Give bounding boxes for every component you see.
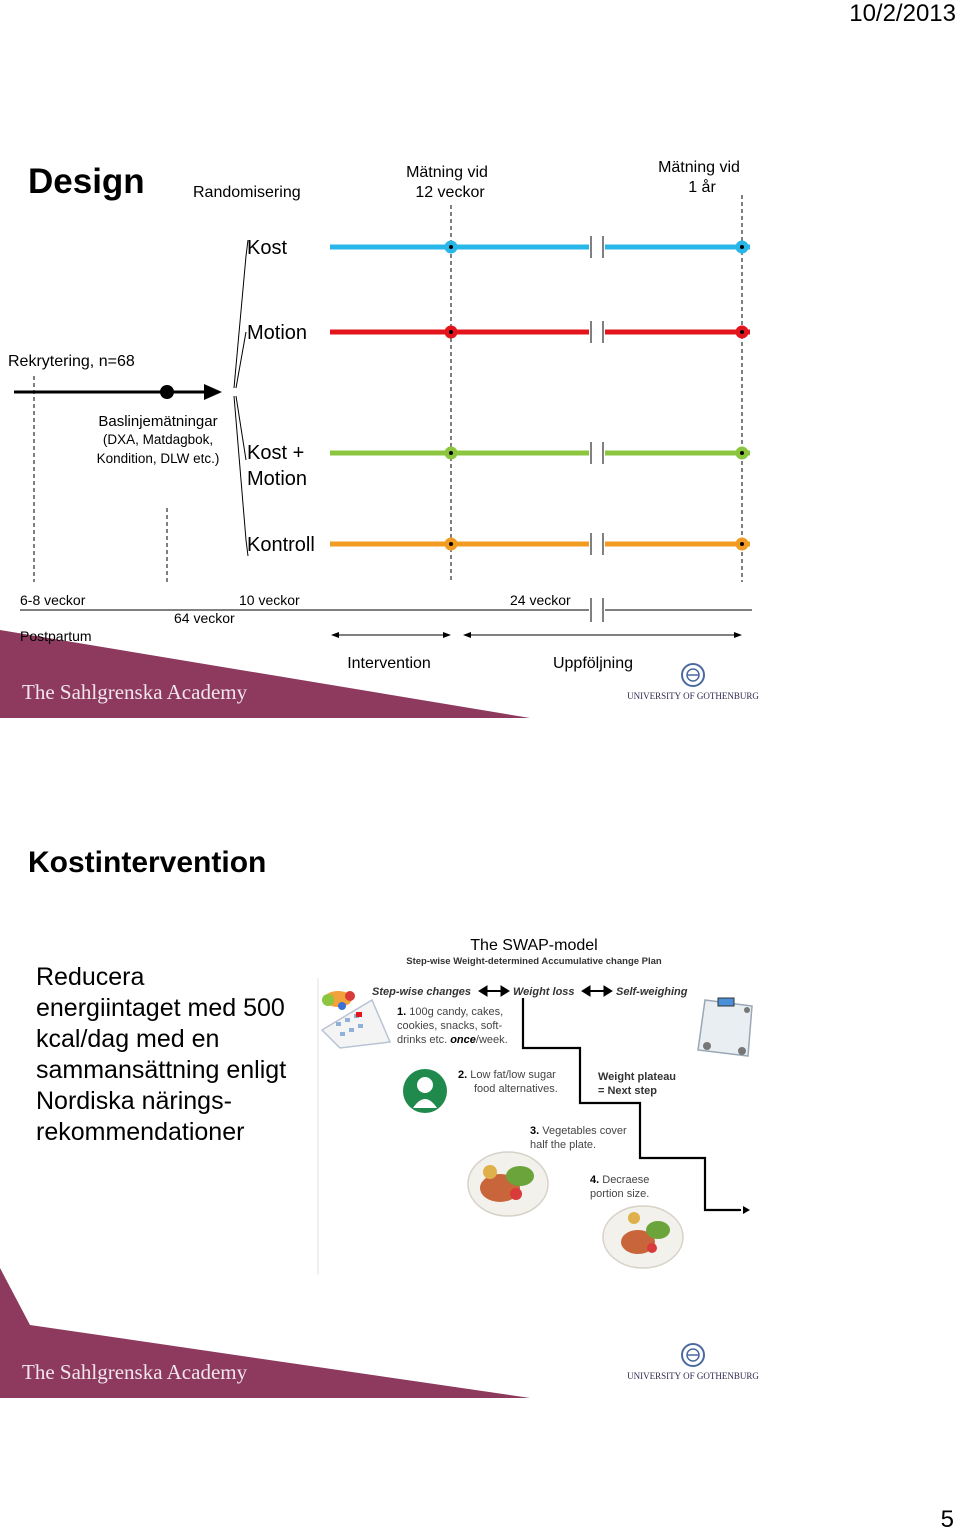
step1-line2: cookies, snacks, soft- — [397, 1020, 502, 1032]
slide-design: The Sahlgrenska Academy UNIVERSITY OF GO… — [0, 0, 960, 718]
food-plate-icon — [467, 1151, 549, 1217]
footer-band — [0, 630, 530, 718]
academy-wordmark-2: The Sahlgrenska Academy — [22, 1360, 248, 1384]
page-number: 5 — [940, 1506, 954, 1533]
arm-label-kost: Kost — [247, 237, 287, 259]
followup-arrow-left — [463, 632, 471, 638]
plateau-line2: = Next step — [598, 1085, 657, 1097]
footer-band-2 — [0, 1268, 530, 1398]
swap-hdr-weightloss: Weight loss — [513, 986, 575, 998]
header-matning-1ar-line2: 1 år — [688, 178, 716, 196]
body-line: sammansättning enligt — [36, 1056, 287, 1084]
arm-line-kontroll — [330, 533, 750, 555]
university-seal-icon — [681, 663, 705, 687]
slide-body-text: Reducera energiintaget med 500 kcal/dag … — [36, 962, 316, 1148]
swap-hdr-selfweigh: Self-weighing — [616, 986, 688, 998]
arm-line-kostmotion — [330, 442, 750, 464]
timeline-postpartum: Postpartum — [20, 628, 92, 644]
page-date: 10/2/2013 — [849, 0, 956, 27]
plateau-line1: Weight plateau — [598, 1071, 676, 1083]
timeline-w4: 64 veckor — [174, 610, 235, 626]
food-plate-icon-2 — [602, 1205, 684, 1269]
header-matning-12-line1: Mätning vid — [406, 164, 488, 181]
double-arrow-icon — [478, 985, 510, 997]
calendar-candy-icon — [320, 991, 392, 1049]
swap-subtitle: Step-wise Weight-determined Accumulative… — [406, 956, 662, 967]
step2-line2: food alternatives. — [474, 1083, 558, 1095]
baseline-line3: Kondition, DLW etc.) — [97, 451, 220, 466]
intervention-arrow-left — [331, 632, 339, 638]
bathroom-scale-icon — [697, 997, 753, 1057]
randomisation-fan — [233, 239, 249, 557]
baseline-line1: Baslinjemätningar — [98, 413, 217, 430]
slide-title-kostintervention: Kostintervention — [28, 846, 267, 879]
swap-slide-graphics: The Sahlgrenska Academy UNIVERSITY OF GO… — [0, 937, 759, 1398]
arm-line-kost — [330, 236, 750, 258]
body-line: kcal/dag med en — [36, 1025, 220, 1053]
label-intervention: Intervention — [347, 655, 431, 672]
body-line: Reducera — [36, 963, 145, 991]
step4-line2: portion size. — [590, 1188, 649, 1200]
step4-line1: 4. Decraese — [590, 1174, 649, 1186]
recruitment-label: Rekrytering, n=68 — [8, 353, 135, 370]
baseline-arrowhead — [204, 384, 222, 400]
baseline-line2: (DXA, Matdagbok, — [103, 432, 213, 447]
staircase-arrowhead — [743, 1206, 750, 1214]
person-badge-icon — [403, 1069, 447, 1113]
body-line: energiintaget med 500 — [36, 994, 285, 1022]
swap-hdr-step: Step-wise changes — [372, 986, 471, 998]
university-seal-icon-2 — [681, 1343, 705, 1367]
arm-label-kostmotion-2: Motion — [247, 468, 307, 490]
step2-line1: 2. Low fat/low sugar — [458, 1069, 556, 1081]
arm-line-motion — [330, 321, 750, 343]
slide-title-design: Design — [28, 162, 145, 201]
swap-staircase — [521, 998, 740, 1212]
double-arrow-icon-2 — [581, 985, 613, 997]
intervention-arrow-right — [443, 632, 451, 638]
step1-line3: drinks etc. once/week. — [397, 1034, 508, 1046]
university-wordmark-2: UNIVERSITY OF GOTHENBURG — [627, 1371, 759, 1381]
baseline-dot — [160, 385, 174, 399]
swap-title: The SWAP-model — [470, 937, 597, 954]
header-matning-12-line2: 12 veckor — [415, 184, 485, 201]
arm-label-kostmotion-1: Kost + — [247, 442, 304, 464]
timeline-w1: 6-8 veckor — [20, 592, 86, 608]
design-diagram: The Sahlgrenska Academy UNIVERSITY OF GO… — [0, 159, 759, 718]
header-randomisering: Randomisering — [193, 184, 301, 201]
step3-line2: half the plate. — [530, 1139, 596, 1151]
slide-kostintervention: The Sahlgrenska Academy UNIVERSITY OF GO… — [0, 680, 960, 1398]
body-line: Nordiska närings- — [36, 1087, 232, 1115]
arm-label-kontroll: Kontroll — [247, 534, 315, 556]
header-matning-1ar-line1: Mätning vid — [658, 159, 740, 176]
timeline-w3: 24 veckor — [510, 592, 571, 608]
timeline-w2: 10 veckor — [239, 592, 300, 608]
step3-line1: 3. Vegetables cover — [530, 1125, 627, 1137]
body-line: rekommendationer — [36, 1118, 245, 1146]
university-wordmark: UNIVERSITY OF GOTHENBURG — [627, 691, 759, 701]
step1-line1: 1. 100g candy, cakes, — [397, 1006, 503, 1018]
arm-label-motion: Motion — [247, 322, 307, 344]
academy-wordmark: The Sahlgrenska Academy — [22, 680, 248, 704]
followup-arrow-right — [734, 632, 742, 638]
label-uppfoljning: Uppföljning — [553, 655, 633, 672]
